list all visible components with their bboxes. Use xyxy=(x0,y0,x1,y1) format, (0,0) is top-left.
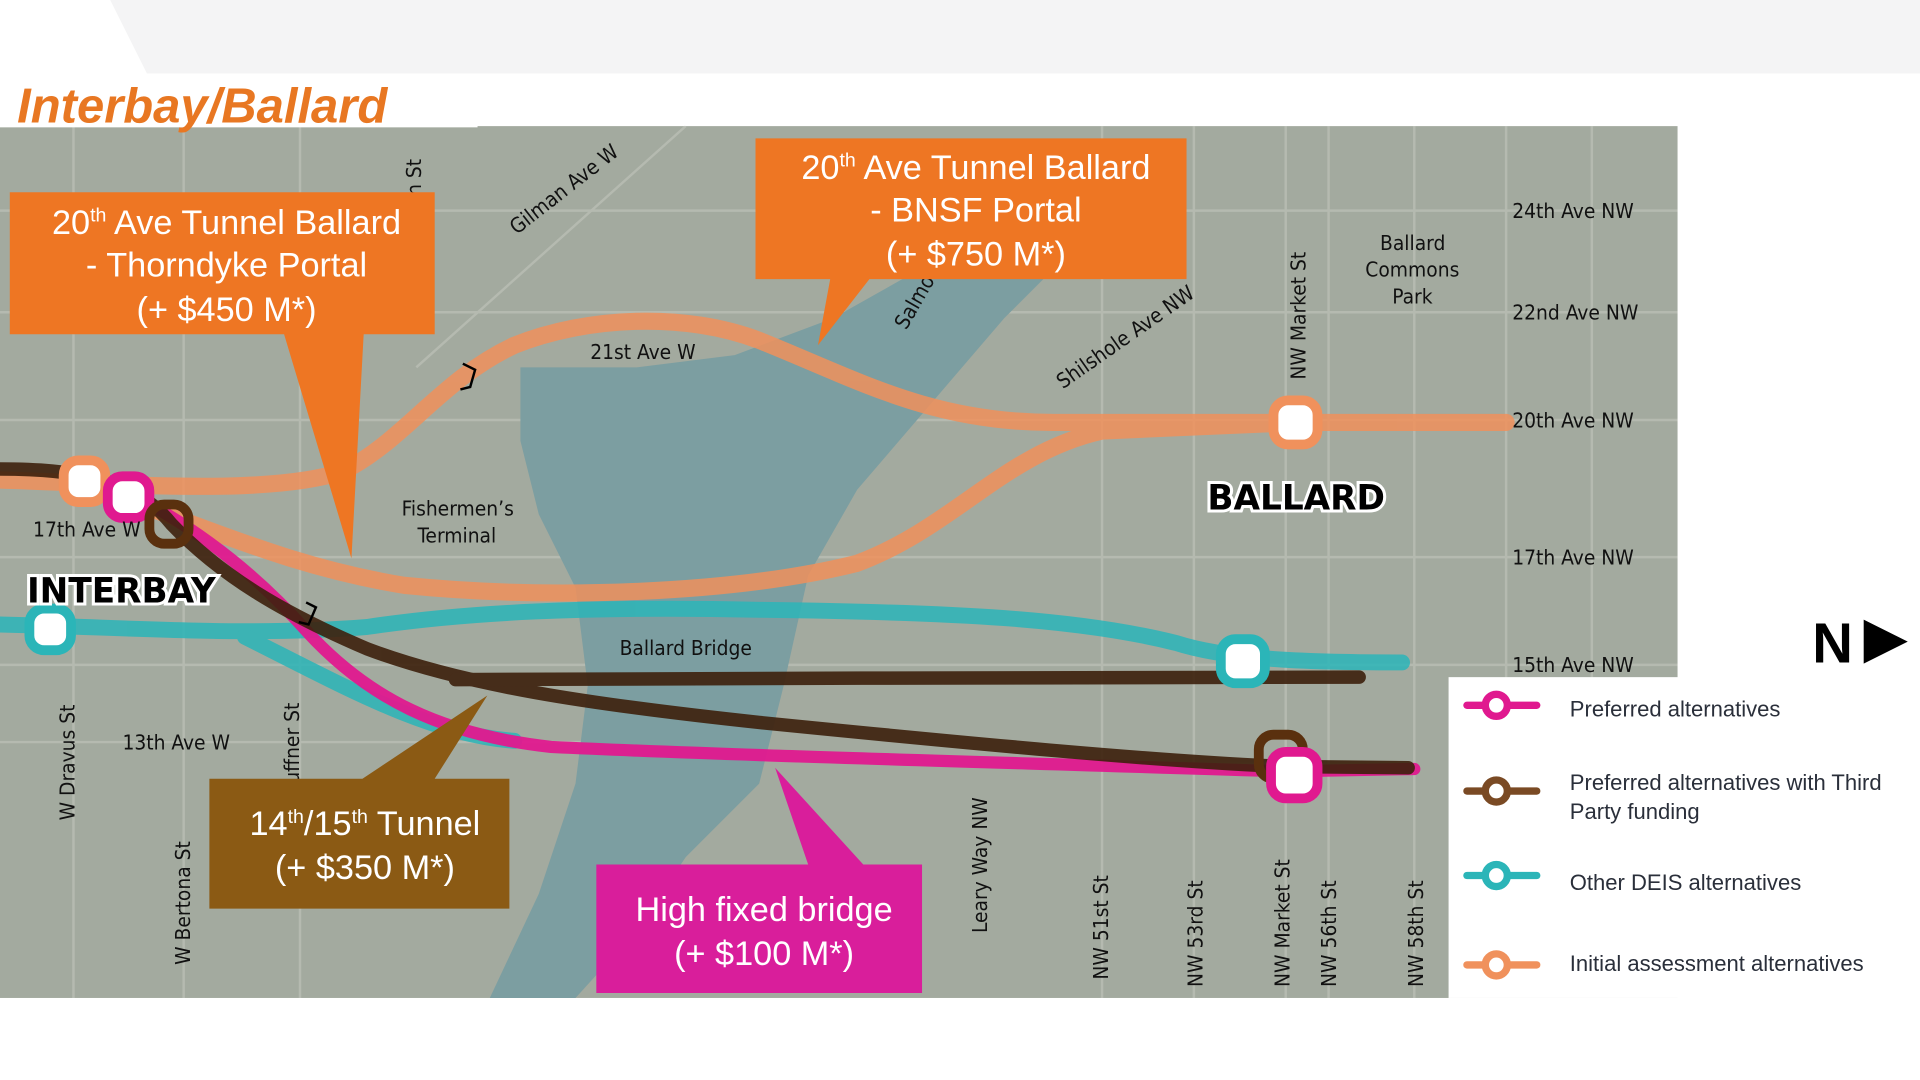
street-fragment-n-st: n St xyxy=(402,159,426,196)
park-label-3: Park xyxy=(1392,285,1432,309)
street-ballard-bridge: Ballard Bridge xyxy=(620,636,752,660)
title-background xyxy=(0,75,478,128)
park-label-1: Ballard xyxy=(1380,231,1445,255)
svg-text:Party funding: Party funding xyxy=(1570,799,1700,824)
station-third-party-interbay xyxy=(144,499,194,549)
page-title: Interbay/Ballard xyxy=(17,79,388,133)
svg-text:(+ $350 M*): (+ $350 M*) xyxy=(275,849,455,887)
street-nw-56th: NW 56th St xyxy=(1317,880,1341,987)
north-arrow: N xyxy=(1812,611,1908,674)
svg-text:(+ $750 M*): (+ $750 M*) xyxy=(886,236,1066,274)
station-deis-ballard xyxy=(1215,634,1270,689)
street-20th-ave-nw: 20th Ave NW xyxy=(1512,408,1634,432)
callout-high-fixed-bridge: High fixed bridge (+ $100 M*) xyxy=(596,767,923,994)
svg-text:(+ $100 M*): (+ $100 M*) xyxy=(674,935,854,973)
street-13th-ave-w: 13th Ave W xyxy=(122,730,230,754)
preferred-station-icon xyxy=(1481,690,1512,720)
svg-text:- BNSF Portal: - BNSF Portal xyxy=(870,192,1081,230)
fishermens-terminal-2: Terminal xyxy=(417,523,497,547)
street-24th-ave-nw: 24th Ave NW xyxy=(1512,199,1634,223)
svg-text:Initial assessment alternative: Initial assessment alternatives xyxy=(1570,951,1864,976)
street-nw-53rd: NW 53rd St xyxy=(1183,880,1207,987)
legend-item-preferred: Preferred alternatives xyxy=(1463,690,1781,721)
street-leary-way: Leary Way NW xyxy=(968,797,992,933)
svg-text:Other DEIS alternatives: Other DEIS alternatives xyxy=(1570,870,1801,895)
callout-thorndyke-portal: 20th Ave Tunnel Ballard - Thorndyke Port… xyxy=(9,192,435,559)
callout-14th-15th-tunnel: 14th/15th Tunnel (+ $350 M*) xyxy=(209,695,510,909)
station-initial-interbay xyxy=(58,455,111,507)
street-nw-58th: NW 58th St xyxy=(1404,880,1428,987)
station-preferred-ballard xyxy=(1266,746,1323,804)
street-w-bertona: W Bertona St xyxy=(171,841,195,965)
north-arrow-icon xyxy=(1863,619,1908,664)
street-21st-ave-w: 21st Ave W xyxy=(590,340,695,364)
svg-text:High fixed bridge: High fixed bridge xyxy=(636,891,893,929)
street-15th-ave-nw: 15th Ave NW xyxy=(1512,653,1634,677)
park-label-2: Commons xyxy=(1365,258,1459,282)
legend: Preferred alternatives Preferred alterna… xyxy=(1448,677,1920,998)
street-17th-ave-w: 17th Ave W xyxy=(33,517,141,541)
street-nw-51st: NW 51st St xyxy=(1089,875,1113,979)
station-initial-ballard xyxy=(1268,395,1323,450)
street-nw-market: NW Market St xyxy=(1270,859,1294,987)
station-markers xyxy=(24,362,1323,804)
svg-text:20th Ave Tunnel Ballard: 20th Ave Tunnel Ballard xyxy=(52,204,401,242)
deis-station-icon xyxy=(1481,860,1512,891)
route-initial-assessment xyxy=(0,312,1515,602)
station-preferred-interbay xyxy=(102,471,155,523)
initial-station-icon xyxy=(1481,950,1512,980)
svg-text:Preferred alternatives: Preferred alternatives xyxy=(1570,696,1781,721)
decorative-band xyxy=(110,0,1920,74)
street-17th-ave-nw: 17th Ave NW xyxy=(1512,545,1634,569)
svg-text:- Thorndyke Portal: - Thorndyke Portal xyxy=(86,247,367,285)
svg-text:Preferred alternatives with Th: Preferred alternatives with Third xyxy=(1570,770,1882,795)
svg-text:N: N xyxy=(1812,611,1853,674)
fishermens-terminal-1: Fishermen’s xyxy=(402,497,514,521)
street-22nd-ave-nw: 22nd Ave NW xyxy=(1512,301,1638,325)
legend-item-initial: Initial assessment alternatives xyxy=(1463,950,1864,980)
street-w-dravus: W Dravus St xyxy=(56,705,80,821)
street-fragment-ruffner: uffner St xyxy=(280,703,304,784)
place-ballard: BALLARD xyxy=(1207,478,1385,518)
place-interbay: INTERBAY xyxy=(27,571,217,611)
route-preferred xyxy=(116,483,1421,778)
legend-item-deis: Other DEIS alternatives xyxy=(1463,860,1801,895)
third-party-station-icon xyxy=(1481,776,1512,806)
svg-text:(+ $450 M*): (+ $450 M*) xyxy=(137,291,317,329)
svg-text:20th Ave Tunnel Ballard: 20th Ave Tunnel Ballard xyxy=(801,149,1150,187)
legend-item-third-party: Preferred alternatives with Third Party … xyxy=(1463,770,1882,824)
svg-text:14th/15th Tunnel: 14th/15th Tunnel xyxy=(249,805,480,843)
street-nw-market-top: NW Market St xyxy=(1286,252,1310,380)
station-deis-interbay xyxy=(24,603,76,656)
callout-bnsf-portal: 20th Ave Tunnel Ballard - BNSF Portal (+… xyxy=(755,138,1187,346)
